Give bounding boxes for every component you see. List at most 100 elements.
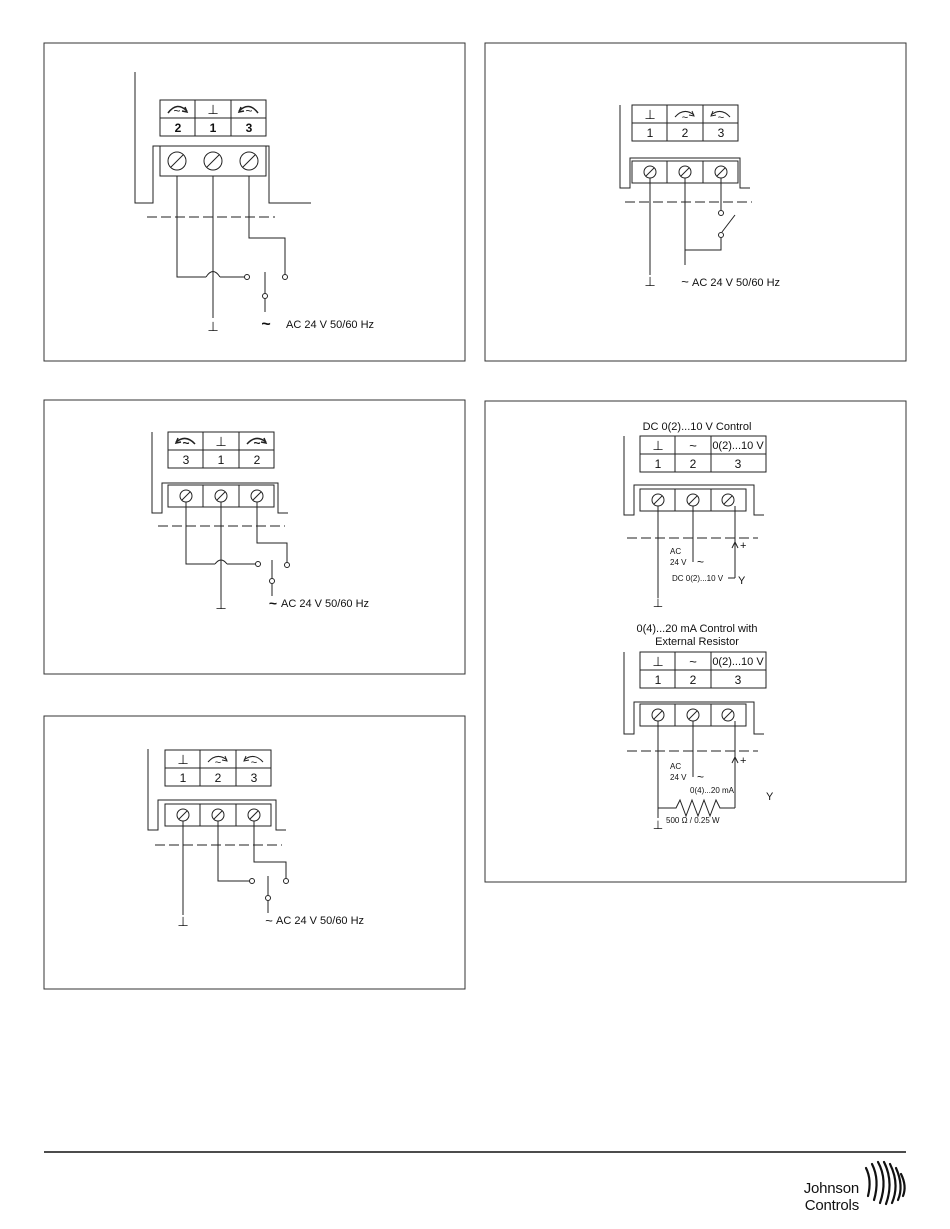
panel-5-signal-header: 0(2)...10 V <box>712 440 764 452</box>
panel-1-term-3: 3 <box>246 121 253 135</box>
panel-wiring-4: ⊥ ~ ~ 1 2 3 ⊥ ~ AC 24 V 50/60 Hz <box>43 715 466 990</box>
panel-5-title-dc: DC 0(2)...10 V Control <box>643 421 752 433</box>
svg-text:~: ~ <box>182 436 189 450</box>
panel-5-num-3: 3 <box>735 673 742 687</box>
ccw-arrow-icon: ~ <box>710 110 731 124</box>
panel-wiring-5: DC 0(2)...10 V Control ⊥ ~ 0(2)...10 V 1… <box>484 400 907 883</box>
panel-5-border <box>484 400 907 883</box>
ac-tilde-icon: ~ <box>697 770 704 784</box>
ground-icon: ⊥ <box>207 319 218 334</box>
johnson-controls-emblem-icon <box>864 1160 906 1206</box>
ground-icon: ⊥ <box>177 914 188 929</box>
svg-text:~: ~ <box>682 112 688 124</box>
screw-icon <box>686 708 700 722</box>
ground-icon: ⊥ <box>653 596 663 610</box>
panel-1-term-2: 2 <box>175 121 182 135</box>
screw-icon <box>176 808 190 822</box>
panel-4-term-3: 3 <box>251 771 258 785</box>
panel-2-term-2: 2 <box>682 126 689 140</box>
brand-line-1: Johnson <box>803 1180 860 1197</box>
panel-5-plus-bottom: + <box>740 755 746 767</box>
cw-arrow-icon: ~ <box>207 755 228 769</box>
panel-wiring-3: ~ ⊥ ~ 3 1 2 ⊥ ~ AC 24 V 50/60 Hz <box>43 399 466 675</box>
ground-icon: ⊥ <box>644 107 655 122</box>
panel-5-title-ma-2: External Resistor <box>655 636 739 648</box>
panel-3-term-3: 3 <box>183 453 190 467</box>
svg-text:~: ~ <box>251 757 257 769</box>
brand-line-2: Controls <box>804 1197 859 1214</box>
panel-5-num-1: 1 <box>655 673 662 687</box>
cw-arrow-icon: ~ <box>246 436 268 450</box>
ccw-arrow-icon: ~ <box>237 104 259 118</box>
screw-icon <box>247 808 261 822</box>
screw-icon <box>651 708 665 722</box>
panel-5-num-1: 1 <box>655 457 662 471</box>
ground-icon: ⊥ <box>207 102 218 117</box>
panel-wiring-1: ~ ⊥ ~ 2 1 3 ⊥ ~ AC 24 V 50/60 Hz <box>43 42 466 362</box>
ac-tilde-icon: ~ <box>265 913 273 928</box>
panel-2-term-1: 1 <box>647 126 654 140</box>
ac-tilde-icon: ~ <box>269 595 277 611</box>
screw-icon <box>686 493 700 507</box>
ground-icon: ⊥ <box>652 438 663 453</box>
panel-5-plus-top: + <box>740 540 746 552</box>
ground-icon: ⊥ <box>215 597 226 612</box>
svg-text:~: ~ <box>253 436 260 450</box>
ac-tilde-icon: ~ <box>681 274 689 289</box>
svg-text:~: ~ <box>245 104 252 118</box>
panel-5-num-2: 2 <box>690 457 697 471</box>
screw-icon <box>203 151 223 171</box>
screw-icon <box>721 493 735 507</box>
panel-5-ac-label: AC <box>670 762 681 771</box>
ac-tilde-icon: ~ <box>697 555 704 569</box>
panel-2-border <box>484 42 907 362</box>
screw-icon <box>214 489 228 503</box>
ground-icon: ⊥ <box>644 274 655 289</box>
panel-3-housing <box>151 432 288 514</box>
panel-3-term-2: 2 <box>254 453 261 467</box>
panel-3-term-1: 1 <box>218 453 225 467</box>
panel-4-term-2: 2 <box>215 771 222 785</box>
panel-5-dc-label: DC 0(2)...10 V <box>672 574 724 583</box>
panel-5-y-bottom: Y <box>766 791 774 803</box>
ground-icon: ⊥ <box>177 752 188 767</box>
resistor-icon <box>658 798 735 818</box>
screw-icon <box>714 165 728 179</box>
ground-icon: ⊥ <box>215 434 226 449</box>
panel-5-signal-header: 0(2)...10 V <box>712 656 764 668</box>
panel-5-num-2: 2 <box>690 673 697 687</box>
panel-5-resistor-label: 500 Ω / 0.25 W <box>666 816 720 825</box>
ac-tilde-icon: ~ <box>689 654 697 669</box>
screw-icon <box>239 151 259 171</box>
panel-1-housing <box>134 72 311 204</box>
svg-text:~: ~ <box>173 104 180 118</box>
panel-4-border <box>43 715 466 990</box>
svg-text:~: ~ <box>718 112 724 124</box>
panel-5-volt-label: 24 V <box>670 558 687 567</box>
panel-wiring-2: ⊥ ~ ~ 1 2 3 ⊥ ~ AC 24 V 50/60 Hz <box>484 42 907 362</box>
screw-icon <box>651 493 665 507</box>
ground-icon: ⊥ <box>653 818 663 832</box>
ccw-arrow-icon: ~ <box>243 755 264 769</box>
panel-4-housing <box>147 749 286 831</box>
screw-icon <box>721 708 735 722</box>
panel-1-supply-label: AC 24 V 50/60 Hz <box>286 319 374 331</box>
panel-5-y-top: Y <box>738 575 746 587</box>
panel-1-border <box>43 42 466 362</box>
panel-2-term-3: 3 <box>718 126 725 140</box>
ccw-arrow-icon: ~ <box>174 436 196 450</box>
ac-tilde-icon: ~ <box>689 438 697 453</box>
cw-arrow-icon: ~ <box>674 110 695 124</box>
panel-3-supply-label: AC 24 V 50/60 Hz <box>281 598 369 610</box>
panel-2-supply-label: AC 24 V 50/60 Hz <box>692 277 780 289</box>
panel-5-title-ma-1: 0(4)...20 mA Control with <box>636 623 757 635</box>
screw-icon <box>643 165 657 179</box>
screw-icon <box>250 489 264 503</box>
panel-2-housing <box>619 105 750 189</box>
cw-arrow-icon: ~ <box>167 104 189 118</box>
panel-5-volt-label: 24 V <box>670 773 687 782</box>
panel-5-num-3: 3 <box>735 457 742 471</box>
screw-icon <box>678 165 692 179</box>
panel-1-term-1: 1 <box>210 121 217 135</box>
